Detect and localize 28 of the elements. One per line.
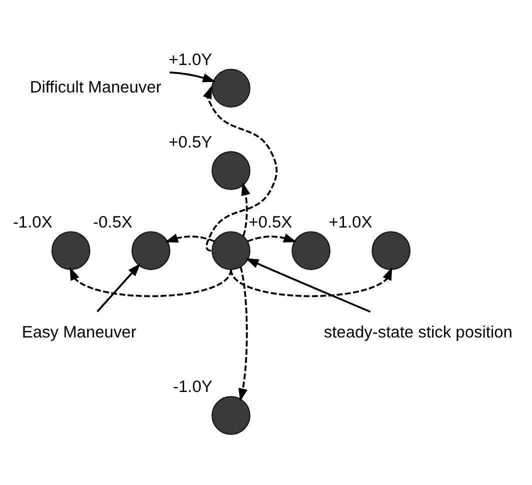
node-text: Easy Maneuver xyxy=(22,322,136,341)
arrow xyxy=(241,182,250,236)
node-label: +0.5Y xyxy=(168,132,212,151)
node-label: +1.0X xyxy=(328,212,372,231)
node-circle xyxy=(372,230,410,270)
node-text: Difficult Maneuver xyxy=(30,78,162,96)
node-circle xyxy=(51,230,90,270)
node-label: +1.0Y xyxy=(168,50,212,68)
node-circle xyxy=(132,230,170,270)
arrow xyxy=(202,85,278,252)
node-circle xyxy=(212,396,250,434)
arrow xyxy=(170,71,216,82)
node-label: -1.0Y xyxy=(173,378,212,396)
node-label: +0.5X xyxy=(248,212,292,231)
node-text: steady-state stick position xyxy=(324,322,512,341)
arrow xyxy=(164,233,214,242)
node-circle xyxy=(212,68,250,108)
arrow xyxy=(70,266,232,296)
arrow xyxy=(230,266,392,296)
arrow xyxy=(245,258,371,312)
arrow xyxy=(96,262,141,312)
node-circle xyxy=(292,230,330,270)
node-label: -1.0X xyxy=(12,212,52,231)
node-label: -0.5X xyxy=(92,212,132,231)
arrow xyxy=(238,266,248,402)
node-circle xyxy=(212,150,250,190)
node-circle xyxy=(212,230,250,270)
arrow xyxy=(247,233,297,242)
